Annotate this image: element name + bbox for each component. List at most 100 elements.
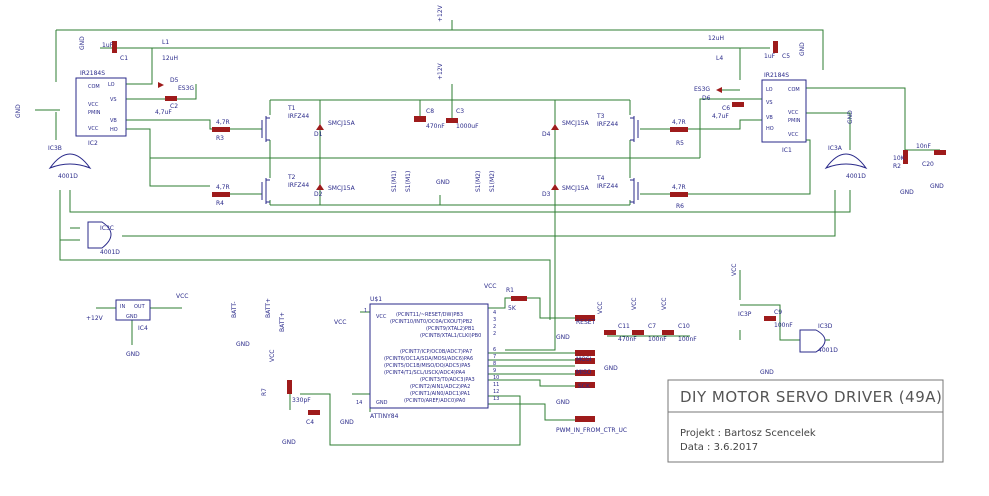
gnd-pwm: GND: [556, 399, 570, 406]
cap-c20: 10nF C20: [916, 143, 946, 168]
cap-c1: 1uF C1: [102, 41, 128, 62]
driver-ic2: IR2184S COM LO VS VB HO VCC VCC PMIN IC2: [75, 70, 127, 147]
gnd-c1: GND: [79, 36, 86, 50]
mcu-pin-pa4-num: 9: [493, 368, 496, 374]
driver-ic1: IR2184S COM LO VS VB HO VCC VCC PMIN IC1: [761, 72, 807, 154]
cap-c10-ref: C10: [678, 323, 690, 330]
cap-c3-ref: C3: [456, 108, 464, 115]
gate-ic3d: IC3D 4001D: [799, 323, 838, 354]
cap-c10: C10 100nF: [662, 323, 697, 343]
driver-ic1-pin-vb: VB: [766, 115, 773, 121]
mcu-pin-pb2-name: (PCINT10/INT0/OC0A/CKOUT)PB2: [390, 319, 472, 325]
mcu-pin-pb1-num: 2: [493, 324, 496, 330]
diode-d5-ref: D5: [170, 77, 179, 84]
mcu-pin-pb3-num: 4: [493, 310, 496, 316]
cap-c7: C7 100nF: [632, 323, 667, 343]
diode-d4: D4 SMCJ15A: [542, 120, 590, 138]
resistor-r5-val: 4,7R: [672, 119, 686, 126]
driver-ic1-ref: IC1: [782, 147, 792, 154]
diode-d5: D5 ES3G: [158, 77, 194, 92]
cap-c5: 1uF C5: [764, 41, 790, 60]
mosfet-t2-ref: T2: [287, 174, 296, 181]
resistor-r6-ref: R6: [676, 203, 684, 210]
supply-12v-mid: +12V: [437, 62, 444, 80]
vcc-pot: VCC: [269, 350, 276, 362]
driver-ic2-ref: IC2: [88, 140, 98, 147]
mcu-pin-pa0-name: (PCINT0/AREF/ADC0)PA0: [404, 398, 465, 404]
gate-ic3d-part: 4001D: [818, 347, 838, 354]
driver-ic2-pin-ho: HO: [110, 127, 118, 133]
mcu-pin-pa4-name: (PCINT4/T1/SCL/USCK/ADC4)PA4: [384, 370, 465, 376]
gate-ic3p-ref: IC3P: [738, 311, 752, 318]
diode-d2-ref: D2: [314, 191, 323, 198]
diode-d4-part: SMCJ15A: [562, 120, 590, 127]
cap-c3: C3 1000uF: [446, 108, 479, 130]
connector-mosi: MOSI: [576, 356, 592, 363]
resistor-r6-val: 4,7R: [672, 184, 686, 191]
diode-d2-part: SMCJ15A: [328, 185, 356, 192]
driver-ic2-pin-pmin: PMIN: [88, 110, 101, 116]
cap-c2-ref: C2: [170, 103, 178, 110]
inductor-l4-ref: L4: [716, 55, 723, 62]
gate-ic3a-ref: IC3A: [828, 145, 843, 152]
diode-d1: D1 SMCJ15A: [314, 120, 356, 138]
connectors: RESET MOSI MISO SCK PWM_IN_FROM_CTR_UC S…: [231, 171, 627, 434]
mosfet-t4-ref: T4: [596, 175, 605, 182]
gnd-ic3p: GND: [760, 369, 774, 376]
connector-sck: SCK: [578, 383, 591, 390]
mcu-pin-pa5-num: 8: [493, 361, 496, 367]
resistor-r1-ref: R1: [506, 287, 514, 294]
driver-ic1-pin-vs: VS: [766, 100, 773, 106]
diode-d3: D3 SMCJ15A: [542, 184, 590, 198]
gate-ic3c-ref: IC3C: [100, 225, 114, 232]
gnd-c20: GND: [930, 183, 944, 190]
regulator-in-supply: +12V: [86, 315, 104, 322]
connector-batt-plus2: BATT+: [279, 312, 286, 332]
mcu-pin-pa3-num: 10: [493, 375, 499, 381]
driver-ic1-pin-com: COM: [788, 87, 800, 93]
pot-r7: R7: [261, 380, 292, 396]
resistor-r4: 4,7R R4: [212, 184, 230, 207]
gnd-pot: GND: [282, 439, 296, 446]
gnd-bridge: GND: [436, 179, 450, 186]
cap-c11-val: 470nF: [618, 336, 637, 343]
driver-ic2-pin-lo: LO: [108, 82, 115, 88]
gate-ic3c-part: 4001D: [100, 249, 120, 256]
driver-ic1-pin-vcc: VCC: [788, 110, 799, 116]
gate-ic3p: IC3P: [738, 311, 752, 318]
mcu-pin-pa2-name: (PCINT2/AIN1/ADC2)PA2: [410, 384, 470, 390]
cap-c9-ref: C9: [774, 309, 782, 316]
resistor-r3-val: 4,7R: [216, 119, 230, 126]
mcu-pin-pa0-num: 13: [493, 396, 499, 402]
vcc-r1: VCC: [484, 283, 496, 290]
inductor-l1: L1 12uH: [162, 39, 178, 62]
regulator-ref: IC4: [138, 325, 148, 332]
cap-c5-ref: C5: [782, 53, 790, 60]
inductor-l1-val: 12uH: [162, 55, 178, 62]
mosfet-t3-ref: T3: [596, 113, 605, 120]
mcu-pin-pa1-num: 12: [493, 389, 499, 395]
driver-ic2-pin-com: COM: [88, 84, 100, 90]
diode-d3-ref: D3: [542, 191, 551, 198]
mcu-left-pin-num-2: 14: [356, 400, 362, 406]
inductor-l4: L4 12uH: [708, 35, 724, 62]
cap-c4-val: 330pF: [292, 397, 311, 404]
cap-c6: 4,7uF C6: [712, 102, 744, 120]
mcu-left-pin-name-1: VCC: [376, 314, 387, 320]
mcu-part: ATTINY84: [370, 413, 399, 420]
regulator-ic4: IN OUT GND IC4 +12V VCC: [86, 293, 188, 332]
gnd-reset: GND: [556, 334, 570, 341]
diode-d1-part: SMCJ15A: [328, 120, 356, 127]
driver-ic2-pin-vcc: VCC: [88, 102, 99, 108]
diode-d2: D2 SMCJ15A: [314, 184, 356, 198]
mcu-pin-pa6-name: (PCINT6/OC1A/SDA/MOSI/ADC6)PA6: [384, 356, 473, 362]
mcu-left-pin-num-1: 1: [364, 308, 367, 314]
gnd-ic1: GND: [847, 110, 854, 124]
mcu-pin-pa5-name: (PCINT5/OC1B/MISO/DO/ADC5)PA5: [384, 363, 471, 369]
cap-c4-ref: C4: [306, 419, 314, 426]
driver-ic2-pin-vcc2: VCC: [88, 126, 99, 132]
vcc-mcu: VCC: [334, 319, 346, 326]
gate-ic3a-part: 4001D: [846, 173, 866, 180]
mosfet-t1-part: IRFZ44: [288, 113, 309, 120]
gnd-left: GND: [15, 104, 22, 118]
